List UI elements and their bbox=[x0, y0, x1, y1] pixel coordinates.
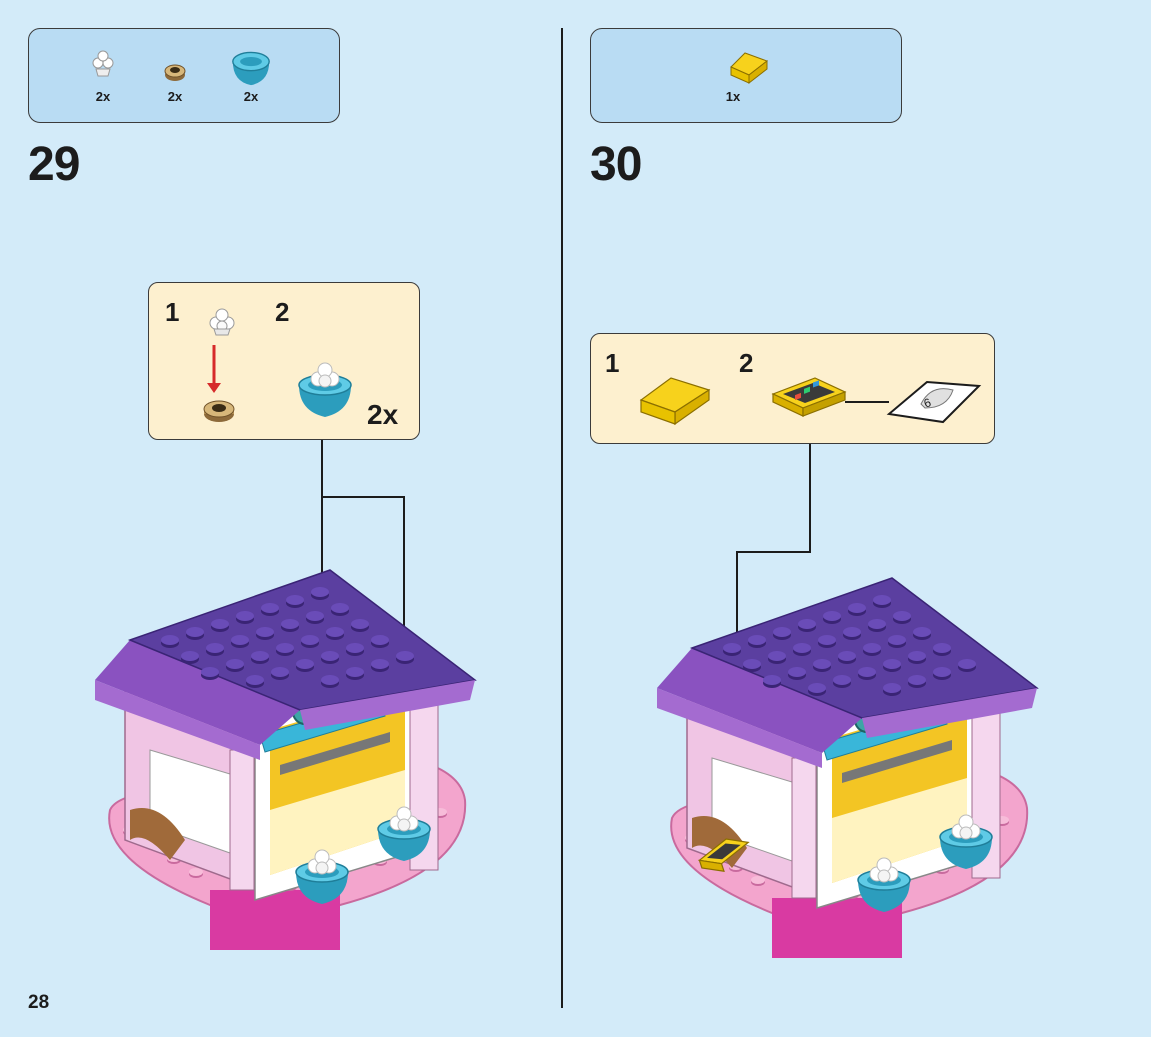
step-30-parts-box: 1x bbox=[590, 28, 902, 123]
step-29-parts-box: 2x 2x 2x bbox=[28, 28, 340, 123]
tan-round-plate-icon bbox=[155, 51, 195, 91]
part-qty: 1x bbox=[725, 89, 741, 104]
sub-step-label: 2 bbox=[739, 348, 754, 378]
step-number: 29 bbox=[28, 138, 80, 191]
sub-step-label: 1 bbox=[165, 297, 180, 327]
sub-assembly-illustration bbox=[203, 308, 352, 423]
popcorn-stand-model bbox=[95, 569, 477, 950]
azure-dish-icon bbox=[231, 45, 271, 89]
sub-step-multiplier: 2x bbox=[367, 399, 399, 430]
white-round-plate-icon bbox=[83, 47, 123, 87]
part-qty: 2x bbox=[95, 89, 111, 104]
sub-step-label: 1 bbox=[605, 348, 620, 378]
step-29-sub-assembly: 1 2 2x bbox=[148, 282, 420, 440]
step-30-sub-assembly: 1 2 6 bbox=[590, 333, 995, 444]
part-qty: 2x bbox=[243, 89, 259, 104]
sticker-sheet-icon bbox=[886, 380, 982, 424]
arrow-head-icon bbox=[207, 383, 221, 393]
step-number: 30 bbox=[590, 138, 642, 191]
sub-assembly-illustration bbox=[640, 377, 982, 425]
decorated-tile-icon bbox=[771, 377, 847, 417]
yellow-slope-icon bbox=[727, 43, 769, 87]
page-number: 28 bbox=[28, 992, 50, 1013]
page-divider bbox=[561, 28, 563, 1008]
popcorn-stand-model-step-30 bbox=[657, 577, 1039, 958]
sub-step-label: 2 bbox=[275, 297, 290, 327]
part-qty: 2x bbox=[167, 89, 183, 104]
